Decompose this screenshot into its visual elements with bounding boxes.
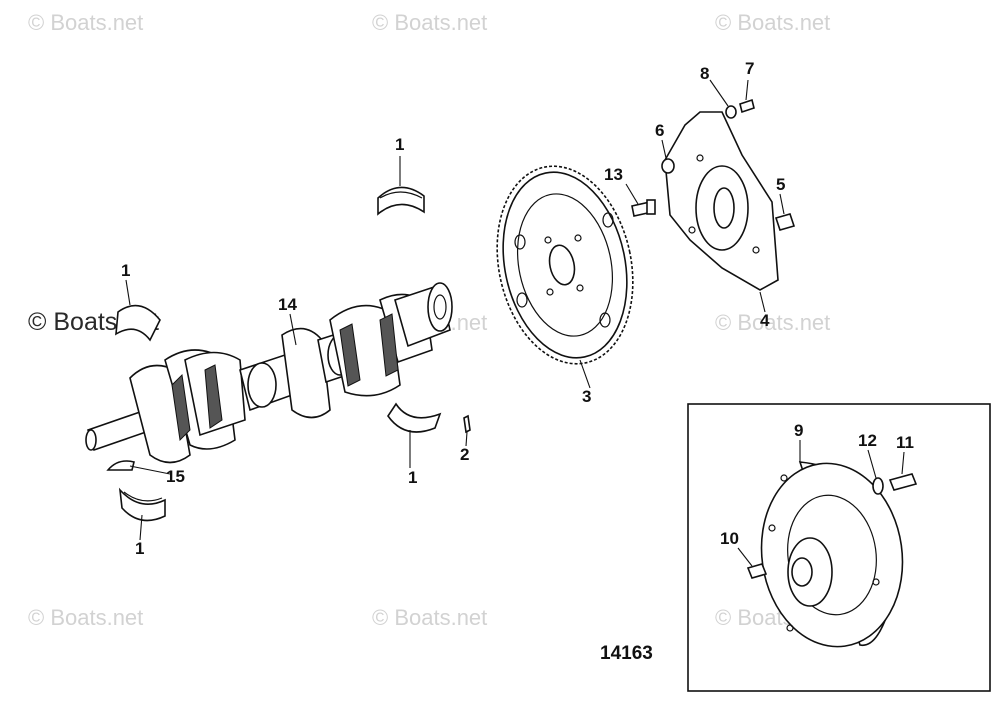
crankshaft-part (85, 282, 453, 464)
bearing-mid-part (387, 402, 442, 433)
dowel-pin-part (463, 414, 471, 434)
callout-plate-screw: 7 (745, 59, 754, 78)
callout-bearing-bottom: 1 (135, 539, 144, 558)
leader-lines (125, 79, 905, 567)
callout-coupler-screw: 11 (896, 433, 914, 452)
callout-bearing-mid: 1 (408, 468, 417, 487)
watermark: © Boats.net (28, 10, 143, 35)
coupler-stud-part (746, 563, 768, 579)
callout-plate: 4 (760, 311, 770, 330)
callout-bearing-left: 1 (121, 261, 130, 280)
callout-pin: 2 (460, 445, 469, 464)
bearing-bottom-part (118, 487, 166, 522)
coupler-washer-part (872, 477, 884, 495)
callout-bearing-top: 1 (395, 135, 404, 154)
watermark: © Boats.net (715, 10, 830, 35)
coupler-screw-part (888, 473, 918, 491)
watermark: © Boats.net (372, 10, 487, 35)
callout-flywheel: 3 (582, 387, 591, 406)
callout-key: 15 (166, 467, 185, 486)
flywheel-bolt-part (631, 199, 656, 217)
plug-part (661, 158, 675, 174)
flywheel-part (496, 165, 634, 365)
callout-coupler-stud: 10 (720, 529, 739, 548)
callout-coupler-washer: 12 (858, 431, 877, 450)
callout-labels: 1 1 14 1 2 15 1 3 4 5 6 7 8 13 9 12 11 1… (121, 59, 914, 558)
watermark: © Boats.net (28, 605, 143, 630)
drive-plate-part (664, 111, 779, 291)
plate-fastener-part (774, 213, 796, 231)
plate-washer-part (725, 105, 737, 119)
callout-coupler: 9 (794, 421, 803, 440)
watermark: © Boats.net (715, 310, 830, 335)
watermark: © Boats.net (372, 605, 487, 630)
coupler-part (760, 461, 904, 648)
bearing-top-part (377, 186, 425, 216)
bearing-left-part (115, 304, 161, 342)
figure-number: 14163 (600, 643, 653, 664)
callout-plate-washer: 8 (700, 64, 709, 83)
inset-frame (687, 403, 991, 692)
plate-screw-part (739, 98, 755, 114)
callout-flywheel-bolt: 13 (604, 165, 623, 184)
callout-plate-plug: 6 (655, 121, 664, 140)
callout-crankshaft: 14 (278, 295, 297, 314)
crank-key-part (106, 460, 135, 471)
watermark-group: © Boats.net © Boats.net © Boats.net © Bo… (28, 10, 830, 630)
callout-plate-fastener: 5 (776, 175, 785, 194)
